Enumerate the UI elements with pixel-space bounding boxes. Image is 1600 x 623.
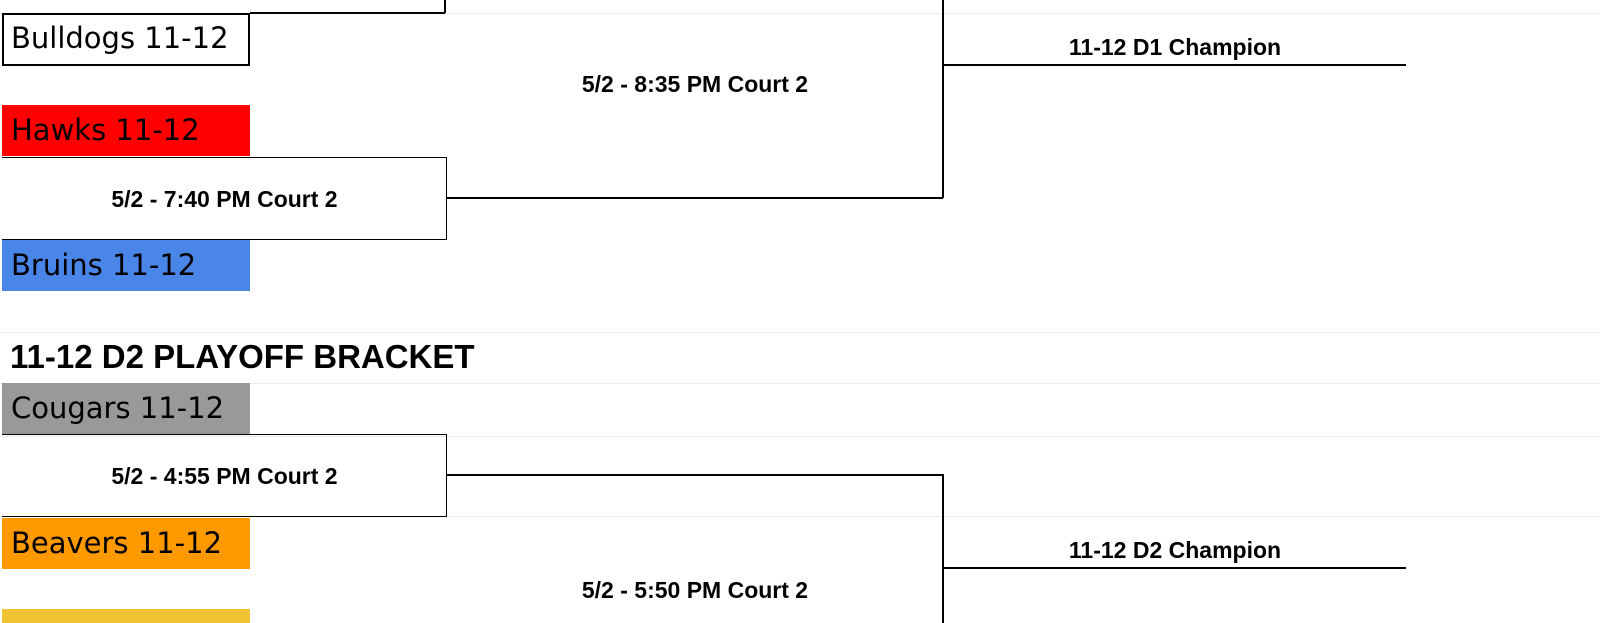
game-label-d1-final: 5/2 - 8:35 PM Court 2 — [581, 71, 809, 97]
row-gridline — [0, 436, 1600, 437]
game-label-d1-semifinal: 5/2 - 7:40 PM Court 2 — [111, 186, 338, 212]
game-box-d2-quarterfinal — [2, 434, 447, 517]
row-gridline — [0, 383, 1600, 384]
team-beavers: Beavers 11-12 — [2, 518, 250, 569]
bracket-title-d2: 11-12 D2 PLAYOFF BRACKET — [10, 338, 475, 375]
bracket-connector — [446, 474, 943, 476]
champion-label-d1: 11-12 D1 Champion — [1068, 34, 1282, 60]
game-label-d2-semifinal: 5/2 - 5:50 PM Court 2 — [581, 577, 809, 603]
champion-line-d1 — [944, 64, 1406, 66]
row-gridline — [0, 516, 1600, 517]
bracket-connector — [446, 197, 943, 199]
game-box-d1-semifinal — [2, 157, 447, 240]
game-label-d2-quarterfinal: 5/2 - 4:55 PM Court 2 — [111, 463, 338, 489]
team-bruins: Bruins 11-12 — [2, 240, 250, 291]
row-gridline — [0, 13, 1600, 14]
bracket-connector — [444, 0, 446, 13]
bracket-connector — [942, 474, 944, 623]
champion-label-d2: 11-12 D2 Champion — [1068, 537, 1282, 563]
team-cougars: Cougars 11-12 — [2, 383, 250, 434]
team-hawks: Hawks 11-12 — [2, 105, 250, 156]
champion-line-d2 — [944, 567, 1406, 569]
team-bulldogs: Bulldogs 11-12 — [2, 13, 250, 66]
team-partial-yellow — [2, 609, 250, 623]
bracket-connector — [942, 0, 944, 198]
row-gridline — [0, 332, 1600, 333]
bracket-connector — [250, 12, 445, 14]
